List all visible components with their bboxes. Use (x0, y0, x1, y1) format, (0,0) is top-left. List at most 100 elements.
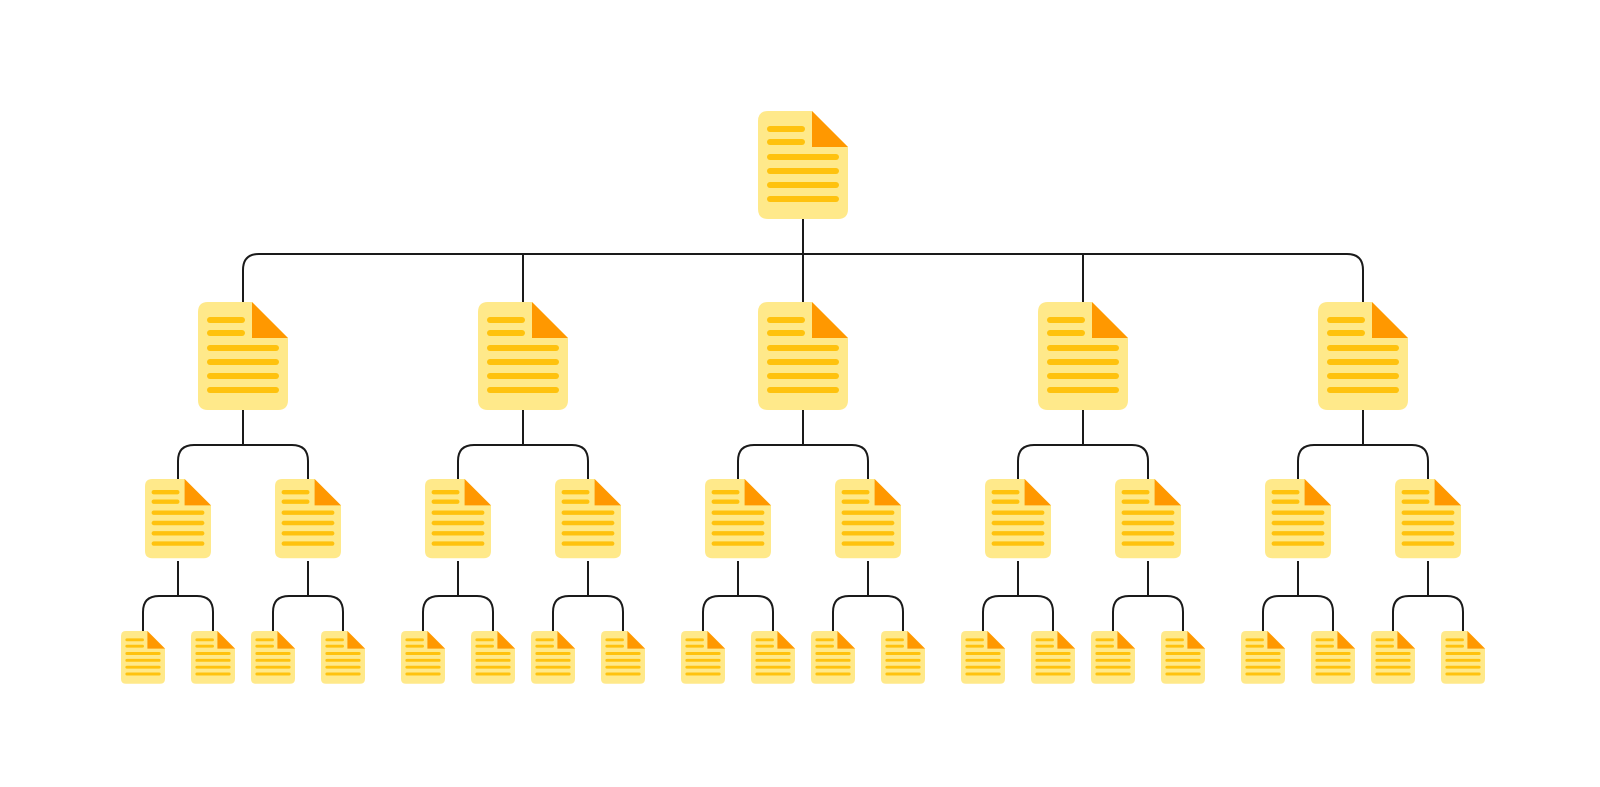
connector-bus (177, 444, 309, 481)
level3-document-icon (251, 631, 295, 684)
document-fold (744, 479, 771, 506)
document-fold (627, 631, 645, 649)
document-fold (427, 631, 445, 649)
level3-document-icon (881, 631, 925, 684)
connector-group-14 (1262, 561, 1334, 633)
level3-document-icon (1031, 631, 1075, 684)
connector-bus (702, 595, 774, 633)
document-fold (252, 302, 288, 338)
level2-document-icon (835, 479, 901, 559)
document-fold (1117, 631, 1135, 649)
document-fold (1092, 302, 1128, 338)
level3-document-icon (471, 631, 515, 684)
connector-group-1 (177, 410, 309, 481)
connector-group-6 (142, 561, 214, 633)
document-fold (1057, 631, 1075, 649)
level3-document-icon (811, 631, 855, 684)
level1-document-icon (478, 302, 568, 410)
document-fold (217, 631, 235, 649)
level3-document-icon (681, 631, 725, 684)
level1-document-icon (198, 302, 288, 410)
document-fold (277, 631, 295, 649)
connector-bus (1017, 444, 1149, 481)
document-fold (987, 631, 1005, 649)
connector-bus (832, 595, 904, 633)
connector-bus (737, 444, 869, 481)
document-fold (557, 631, 575, 649)
document-fold (874, 479, 901, 506)
level3-document-icon (1311, 631, 1355, 684)
level2-document-icon (145, 479, 211, 559)
document-fold (707, 631, 725, 649)
level3-document-icon (751, 631, 795, 684)
connector-group-11 (832, 561, 904, 633)
connector-bus (1112, 595, 1184, 633)
level1-document-icon (758, 302, 848, 410)
level2-document-icon (1115, 479, 1181, 559)
connector-bus (457, 444, 589, 481)
connector-group-0 (242, 219, 1364, 304)
connector-bus (1392, 595, 1464, 633)
document-fold (1467, 631, 1485, 649)
document-fold (812, 111, 848, 147)
document-fold (907, 631, 925, 649)
document-fold (1337, 631, 1355, 649)
document-fold (147, 631, 165, 649)
connector-bus (982, 595, 1054, 633)
connector-group-10 (702, 561, 774, 633)
level1-document-icon (1038, 302, 1128, 410)
connector-group-8 (422, 561, 494, 633)
connector-bus (1262, 595, 1334, 633)
connector-bus (422, 595, 494, 633)
level2-document-icon (705, 479, 771, 559)
connector-group-2 (457, 410, 589, 481)
document-fold (1372, 302, 1408, 338)
level3-document-icon (1091, 631, 1135, 684)
connector-bus (272, 595, 344, 633)
level3-document-icon (1441, 631, 1485, 684)
connector-group-5 (1297, 410, 1429, 481)
document-fold (497, 631, 515, 649)
level1-document-icon (1318, 302, 1408, 410)
level2-document-icon (555, 479, 621, 559)
document-fold (594, 479, 621, 506)
level2-document-icon (1395, 479, 1461, 559)
connector-bus (552, 595, 624, 633)
level2-document-icon (425, 479, 491, 559)
document-fold (837, 631, 855, 649)
document-fold (777, 631, 795, 649)
document-fold (347, 631, 365, 649)
document-fold (532, 302, 568, 338)
connector-bus (142, 595, 214, 633)
level3-document-icon (531, 631, 575, 684)
level3-document-icon (961, 631, 1005, 684)
document-fold (812, 302, 848, 338)
level2-document-icon (275, 479, 341, 559)
document-fold (184, 479, 211, 506)
document-fold (1154, 479, 1181, 506)
root-document-icon (758, 111, 848, 219)
document-fold (1397, 631, 1415, 649)
level3-document-icon (1161, 631, 1205, 684)
level2-document-icon (985, 479, 1051, 559)
document-fold (1187, 631, 1205, 649)
connector-group-15 (1392, 561, 1464, 633)
document-fold (1304, 479, 1331, 506)
document-fold (1267, 631, 1285, 649)
document-fold (464, 479, 491, 506)
connector-group-4 (1017, 410, 1149, 481)
document-fold (314, 479, 341, 506)
level3-document-icon (601, 631, 645, 684)
level3-document-icon (1371, 631, 1415, 684)
connector-group-9 (552, 561, 624, 633)
level3-document-icon (401, 631, 445, 684)
document-fold (1024, 479, 1051, 506)
connector-group-7 (272, 561, 344, 633)
connector-group-13 (1112, 561, 1184, 633)
level3-document-icon (1241, 631, 1285, 684)
connectors (142, 219, 1464, 633)
connector-group-12 (982, 561, 1054, 633)
connector-group-3 (737, 410, 869, 481)
level3-document-icon (121, 631, 165, 684)
